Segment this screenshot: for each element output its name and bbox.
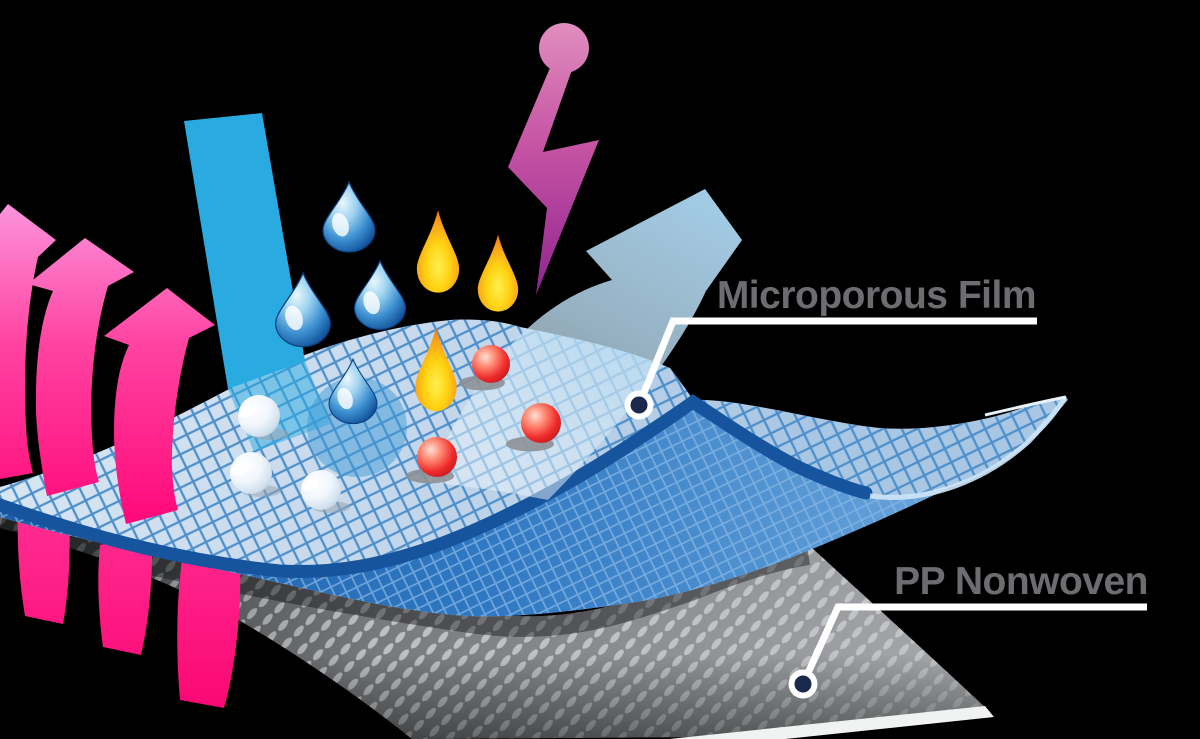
breathability-arrow	[28, 238, 134, 496]
clear-beads	[230, 395, 341, 510]
nonwoven-cut-edge	[669, 706, 994, 739]
nonwoven-label: PP Nonwoven	[894, 560, 1148, 603]
water-droplet	[328, 357, 378, 425]
nonwoven-label-marker-dot	[788, 669, 818, 699]
particle	[417, 437, 457, 477]
water-droplet	[322, 180, 376, 253]
particles	[417, 345, 561, 477]
static-bolt-zigzag	[508, 63, 599, 295]
film-label-line	[635, 317, 1037, 407]
breathability-arrow	[0, 204, 56, 479]
clear-bead	[238, 395, 280, 437]
water-stream-upper	[184, 113, 305, 389]
curl-highlight	[869, 396, 1068, 500]
particle	[472, 345, 510, 383]
film-label: Microporous Film	[717, 274, 1036, 317]
breathability-arrow-tails	[17, 502, 241, 708]
oil-droplet	[477, 234, 519, 312]
arrow-tail	[17, 502, 70, 624]
water-droplet	[353, 259, 407, 330]
clear-bead	[301, 470, 341, 510]
film-label-group: Microporous Film	[624, 274, 1037, 420]
water-droplet	[275, 271, 331, 348]
oil-droplets	[415, 210, 519, 412]
breathability-arrow	[104, 288, 215, 524]
vapor-arrow	[428, 189, 742, 500]
nonwoven-label-line	[799, 603, 1147, 686]
arrow-tail	[98, 534, 153, 655]
static-bolt-head	[539, 23, 589, 73]
breathability-arrows	[0, 204, 215, 524]
static-electricity-bolt	[508, 23, 599, 295]
curl-tip-edge-highlight	[984, 395, 1067, 417]
oil-droplet	[416, 210, 460, 293]
clear-bead	[230, 452, 272, 494]
nonwoven-label-group: PP Nonwoven	[788, 560, 1149, 699]
oil-droplet	[415, 327, 457, 412]
water-droplets	[275, 180, 407, 425]
arrow-tail	[177, 550, 241, 708]
film-label-marker-dot	[624, 390, 654, 420]
particle	[521, 403, 561, 443]
